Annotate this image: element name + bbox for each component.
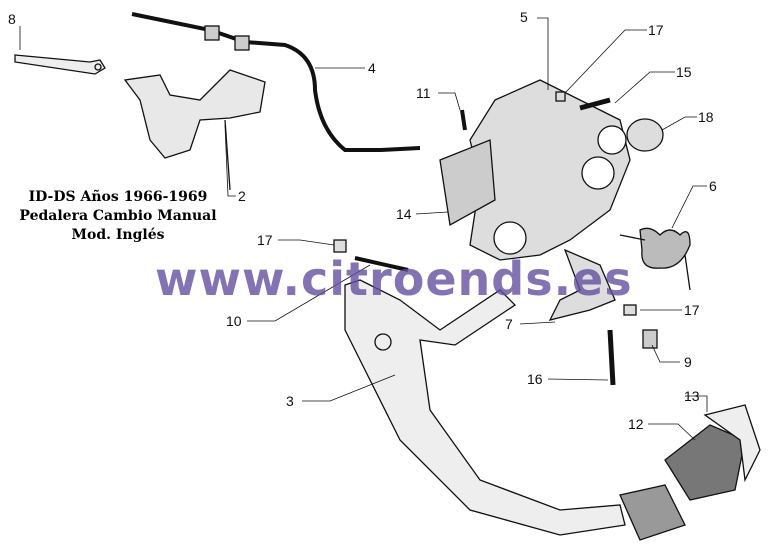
diagram-title: ID-DS Años 1966-1969 Pedalera Cambio Man… xyxy=(18,188,218,245)
part-8-clevis-rod xyxy=(14,54,106,75)
callout-2: 2 xyxy=(238,188,246,204)
part-4-cable xyxy=(131,12,421,152)
part-17-nut-left xyxy=(333,239,347,253)
callout-17-right: 17 xyxy=(684,302,700,318)
part-10-rod xyxy=(354,256,409,272)
callout-11: 11 xyxy=(416,85,431,101)
part-3-pedal-arm xyxy=(344,279,686,541)
part-14-plate xyxy=(439,139,496,227)
callout-17-left: 17 xyxy=(257,232,273,248)
callout-4: 4 xyxy=(368,60,376,76)
callout-16: 16 xyxy=(527,371,543,387)
part-15-bolt xyxy=(579,97,611,111)
callout-3: 3 xyxy=(286,393,294,409)
callout-7: 7 xyxy=(505,316,513,332)
part-16-bolt xyxy=(607,329,616,386)
part-18-bush xyxy=(626,118,664,152)
part-17-nut-right xyxy=(623,304,637,316)
leader-lines xyxy=(19,17,708,441)
part-9-bush xyxy=(642,329,658,349)
part-2-bracket xyxy=(123,69,266,191)
watermark: www.citroends.es xyxy=(155,252,633,306)
callout-15: 15 xyxy=(676,64,692,80)
callout-17-top: 17 xyxy=(648,22,664,38)
callout-12: 12 xyxy=(628,416,644,432)
callout-10: 10 xyxy=(226,313,242,329)
part-17-nut xyxy=(555,91,566,102)
part-13-pad-cover xyxy=(703,404,761,483)
callout-18: 18 xyxy=(698,109,714,125)
part-11-pin xyxy=(460,109,467,131)
part-12-pad xyxy=(664,424,746,501)
title-line-description: Pedalera Cambio Manual xyxy=(19,208,217,224)
callout-14: 14 xyxy=(396,206,412,222)
callout-9: 9 xyxy=(684,354,692,370)
callout-13: 13 xyxy=(684,388,700,404)
part-6-spring xyxy=(619,227,691,291)
title-line-variant: Mod. Inglés xyxy=(71,227,165,243)
part-5-support xyxy=(469,79,631,261)
callout-6: 6 xyxy=(709,178,717,194)
title-line-models: ID-DS Años 1966-1969 xyxy=(28,189,208,205)
callout-8: 8 xyxy=(8,11,16,27)
part-7-bracket xyxy=(548,248,616,321)
callout-5: 5 xyxy=(520,9,528,25)
